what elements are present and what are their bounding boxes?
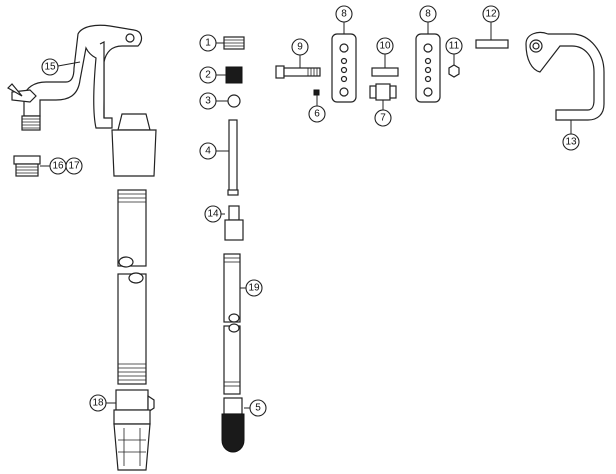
callout-15: 15 (41, 58, 59, 76)
aerator-part (13, 155, 41, 177)
svg-text:10: 10 (379, 41, 391, 52)
hex-nut-part (448, 64, 460, 78)
svg-text:12: 12 (485, 9, 497, 20)
foot-lever-part (525, 31, 605, 121)
leader-lines (57, 22, 572, 409)
svg-text:11: 11 (449, 41, 460, 52)
callout-11: 11 (445, 37, 463, 55)
link-plate-left-part (331, 33, 357, 103)
faucet-body-part (7, 24, 157, 177)
plunger-part (221, 397, 245, 453)
svg-text:17: 17 (68, 161, 80, 172)
callout-18: 18 (89, 394, 107, 412)
callout-17: 17 (65, 157, 83, 175)
callout-19: 19 (245, 279, 263, 297)
upper-riser-pipe-part (117, 189, 147, 268)
callout-8-left: 8 (335, 5, 353, 23)
svg-text:5: 5 (255, 403, 261, 414)
callout-10: 10 (376, 37, 394, 55)
callout-14: 14 (204, 205, 222, 223)
callout-9: 9 (291, 38, 309, 56)
callout-16: 16 (49, 157, 67, 175)
bar-part (475, 39, 509, 49)
svg-text:13: 13 (565, 137, 577, 148)
packing-nut-part (223, 36, 245, 50)
svg-text:1: 1 (205, 38, 211, 49)
callout-4: 4 (199, 142, 217, 160)
svg-text:4: 4 (205, 146, 211, 157)
svg-text:15: 15 (44, 62, 56, 73)
svg-text:8: 8 (425, 9, 431, 20)
spacer-part (371, 67, 399, 77)
svg-text:14: 14 (207, 209, 219, 220)
link-plate-right-part (415, 33, 441, 103)
svg-text:6: 6 (314, 109, 320, 120)
callout-13: 13 (562, 133, 580, 151)
stem-extension-part (223, 253, 241, 395)
coupling-part (224, 205, 244, 241)
callout-2: 2 (199, 66, 217, 84)
callout-7: 7 (374, 109, 392, 127)
washer-part (227, 94, 241, 108)
svg-text:9: 9 (297, 42, 303, 53)
bolt-part (275, 65, 321, 79)
svg-text:7: 7 (380, 113, 386, 124)
callout-6: 6 (308, 105, 326, 123)
packing-part (225, 66, 243, 84)
callout-3: 3 (199, 92, 217, 110)
callout-8-right: 8 (419, 5, 437, 23)
inlet-fitting-part (113, 389, 155, 471)
svg-text:16: 16 (52, 161, 64, 172)
svg-text:2: 2 (205, 70, 211, 81)
set-screw-part (313, 89, 320, 96)
callout-1: 1 (199, 34, 217, 52)
valve-stem-part (227, 119, 239, 196)
callout-5: 5 (249, 399, 267, 417)
pivot-pin-part (369, 83, 397, 101)
svg-text:8: 8 (341, 9, 347, 20)
lower-riser-pipe-part (117, 272, 147, 385)
svg-text:19: 19 (248, 283, 260, 294)
svg-text:3: 3 (205, 96, 211, 107)
svg-text:18: 18 (92, 398, 104, 409)
callout-12: 12 (482, 5, 500, 23)
